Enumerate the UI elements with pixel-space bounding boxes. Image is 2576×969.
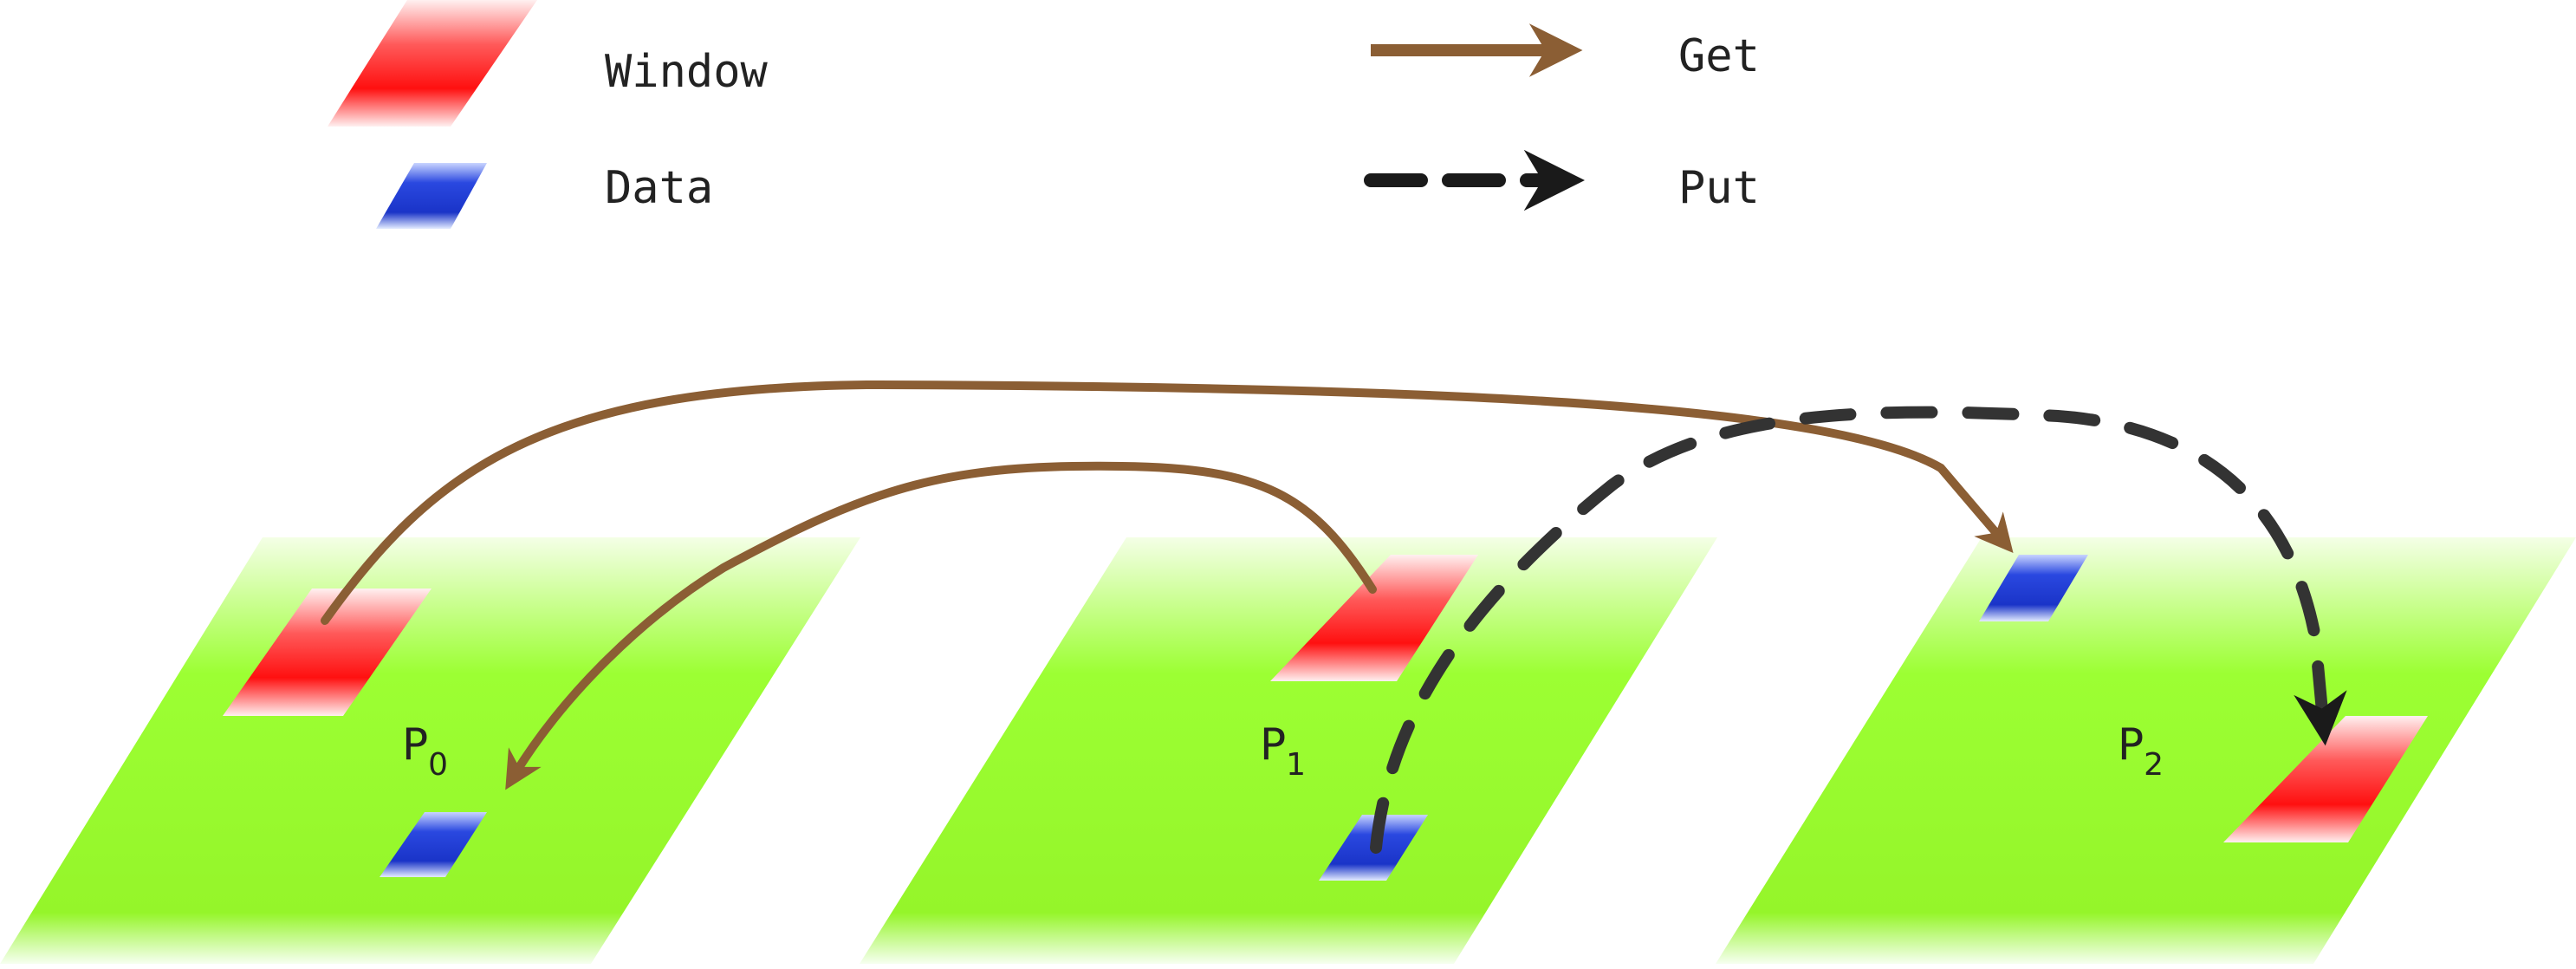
legend-put-label: Put (1678, 162, 1760, 214)
process-label: P2 (2118, 719, 2164, 783)
process-p0: P0 (0, 537, 860, 964)
window-block (223, 589, 431, 716)
process-p2: P2 (1716, 537, 2576, 964)
legend: Window Data Get Put (328, 0, 1760, 229)
process-plane (860, 537, 1717, 964)
put-arrow-p1-to-p2 (1370, 406, 2347, 854)
window-block (1270, 555, 1478, 681)
data-block (1979, 555, 2088, 621)
legend-window-swatch (328, 0, 537, 127)
process-p1: P1 (860, 537, 1717, 964)
get-arrow-p0-to-p2 (321, 380, 2014, 625)
legend-data-label: Data (605, 162, 713, 214)
legend-window-label: Window (605, 46, 769, 98)
legend-get-label: Get (1678, 30, 1760, 82)
process-plane (1716, 537, 2576, 964)
process-plane (0, 537, 860, 964)
legend-data-swatch (376, 163, 487, 229)
data-block (380, 812, 487, 877)
get-arrow-p1-to-p0 (505, 461, 1377, 790)
window-block (2223, 716, 2428, 842)
process-label: P1 (1260, 719, 1306, 783)
process-label: P0 (402, 719, 448, 783)
